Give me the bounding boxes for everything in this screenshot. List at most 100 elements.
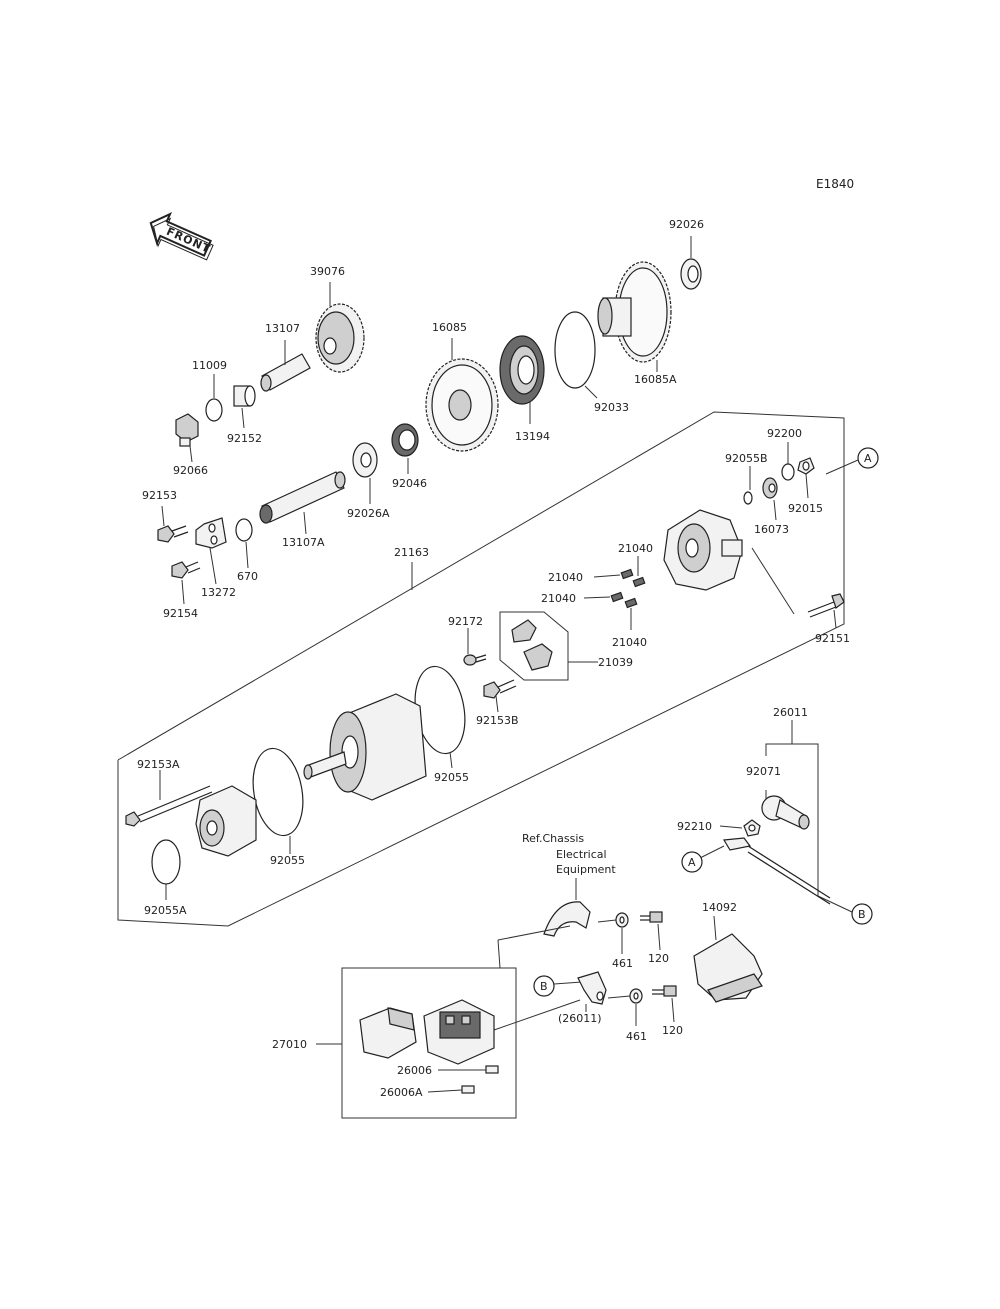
part-92055-oring-left (252, 747, 304, 854)
part-92210-nut (719, 819, 761, 837)
callout-b-lower: B (533, 975, 583, 997)
label-14092: 14092 (702, 901, 737, 914)
part-13194-clutch (499, 335, 545, 424)
label-92055-right: 92055 (434, 771, 469, 784)
part-92151-bolt (807, 593, 845, 629)
part-11009-washer (205, 374, 223, 422)
label-92046: 92046 (392, 477, 427, 490)
label-27010: 27010 (272, 1038, 307, 1051)
end-cover (663, 509, 795, 615)
label-21039: 21039 (598, 656, 633, 669)
part-16073-insulator (762, 477, 778, 521)
label-92055A: 92055A (144, 904, 187, 917)
ref-chassis-note: Ref.Chassis Electrical Equipment (522, 832, 616, 900)
label-92026A: 92026A (347, 507, 390, 520)
front-cover (195, 785, 257, 857)
label-26006A: 26006A (380, 1086, 423, 1099)
label-120-upper: 120 (648, 952, 669, 965)
label-21163: 21163 (394, 546, 429, 559)
part-14092-relay-cover (693, 915, 763, 1003)
label-21040-a: 21040 (618, 542, 653, 555)
label-21040-b: 21040 (548, 571, 583, 584)
label-92153A: 92153A (137, 758, 180, 771)
label-16085: 16085 (432, 321, 467, 334)
label-13272: 13272 (201, 586, 236, 599)
label-92210: 92210 (677, 820, 712, 833)
diagram-code: E1840 (816, 177, 854, 191)
part-16085A-gear (597, 261, 672, 372)
label-92153: 92153 (142, 489, 177, 502)
label-26011-ref: (26011) (558, 1012, 602, 1025)
label-92055B: 92055B (725, 452, 768, 465)
ref-note-line-3: Equipment (556, 863, 616, 876)
part-92153A-bolt (125, 770, 213, 827)
motor-yoke-armature (303, 693, 427, 801)
part-120-bolt-lower (652, 985, 677, 1023)
part-92152-collar (233, 385, 256, 429)
label-461-upper: 461 (612, 957, 633, 970)
label-11009: 11009 (192, 359, 227, 372)
label-120-lower: 120 (662, 1024, 683, 1037)
part-120-bolt-upper (640, 911, 663, 951)
callout-b-right: B (851, 903, 873, 925)
label-461-lower: 461 (626, 1030, 647, 1043)
callout-b-right-label: B (858, 908, 866, 921)
callout-b-lower-label: B (540, 980, 548, 993)
part-92153B-bolt (483, 679, 517, 713)
label-92033: 92033 (594, 401, 629, 414)
part-39076-gear (315, 282, 365, 373)
part-461-washer-upper (597, 912, 629, 954)
part-92026A-washer (352, 442, 378, 504)
label-26006: 26006 (397, 1064, 432, 1077)
label-92151: 92151 (815, 632, 850, 645)
label-26011: 26011 (773, 706, 808, 719)
starter-cable (699, 837, 831, 905)
part-92055B-oring (743, 466, 753, 505)
part-13107-shaft (260, 340, 311, 392)
part-13272-plate (195, 517, 227, 585)
part-92200-washer (781, 442, 795, 481)
callout-a-lower-label: A (688, 856, 696, 869)
label-39076: 39076 (310, 265, 345, 278)
starter-motor-assembly-box (117, 411, 845, 927)
label-92071: 92071 (746, 765, 781, 778)
part-92066-plug (175, 413, 199, 463)
label-92152: 92152 (227, 432, 262, 445)
label-92200: 92200 (767, 427, 802, 440)
part-16085-gear (425, 338, 499, 452)
part-26006A-fuse (427, 1085, 475, 1094)
part-92153-bolt (157, 505, 189, 543)
part-92026-seal (680, 236, 702, 290)
label-92015: 92015 (788, 502, 823, 515)
part-92071-boot (761, 795, 810, 830)
ref-note-line-1: Ref.Chassis (522, 832, 584, 845)
callout-a-upper: A (825, 447, 879, 475)
part-13107A-shaft (259, 471, 346, 535)
part-21039-brush-holder (499, 611, 598, 681)
label-13194: 13194 (515, 430, 550, 443)
label-21040-d: 21040 (612, 636, 647, 649)
part-26011-cable (765, 720, 853, 913)
label-16073: 16073 (754, 523, 789, 536)
gear-reduction-group: 92026 16085A 92033 13194 (142, 218, 704, 620)
label-92026: 92026 (669, 218, 704, 231)
ref-note-line-2: Electrical (556, 848, 607, 861)
part-92015-nut (797, 457, 815, 499)
part-21040-springs (583, 556, 646, 630)
label-92153B: 92153B (476, 714, 519, 727)
label-21040-c: 21040 (541, 592, 576, 605)
part-92055A-oring (151, 839, 181, 900)
part-670-oring (235, 518, 253, 569)
label-92172: 92172 (448, 615, 483, 628)
label-16085A: 16085A (634, 373, 677, 386)
part-26006-fuse (438, 1065, 499, 1074)
relay-cable-upper (497, 901, 591, 969)
part-461-washer-lower (607, 988, 643, 1026)
front-direction-arrow: FRONT (149, 212, 214, 261)
label-92154: 92154 (163, 607, 198, 620)
label-13107A: 13107A (282, 536, 325, 549)
callout-a-lower: A (681, 851, 703, 873)
part-92172-screw (463, 628, 487, 666)
label-92055-left: 92055 (270, 854, 305, 867)
